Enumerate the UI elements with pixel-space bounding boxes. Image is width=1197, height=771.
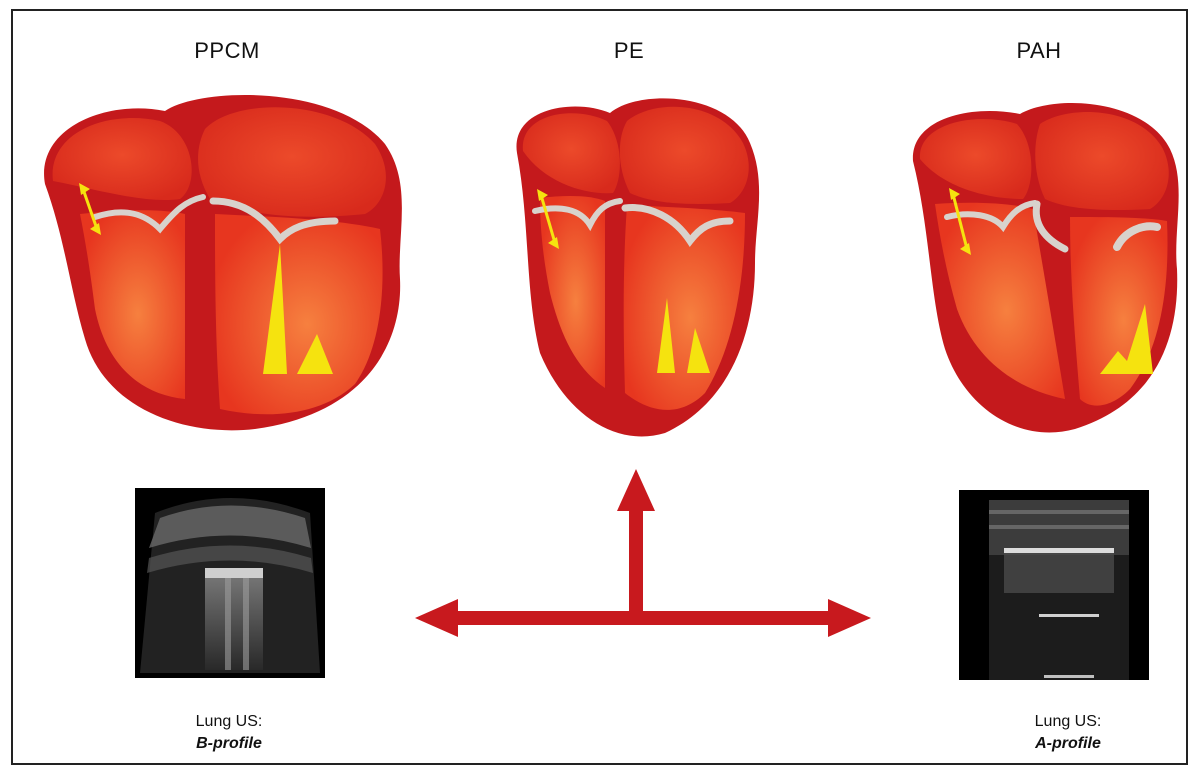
arrow-head-left: [415, 599, 458, 637]
arrow-shaft-horizontal: [451, 611, 843, 625]
differential-arrows: [13, 11, 1188, 765]
arrow-head-right: [828, 599, 871, 637]
arrow-stem-vertical: [629, 506, 643, 618]
arrow-head-up: [617, 469, 655, 511]
figure-frame: PPCM PE PAH: [11, 9, 1188, 765]
